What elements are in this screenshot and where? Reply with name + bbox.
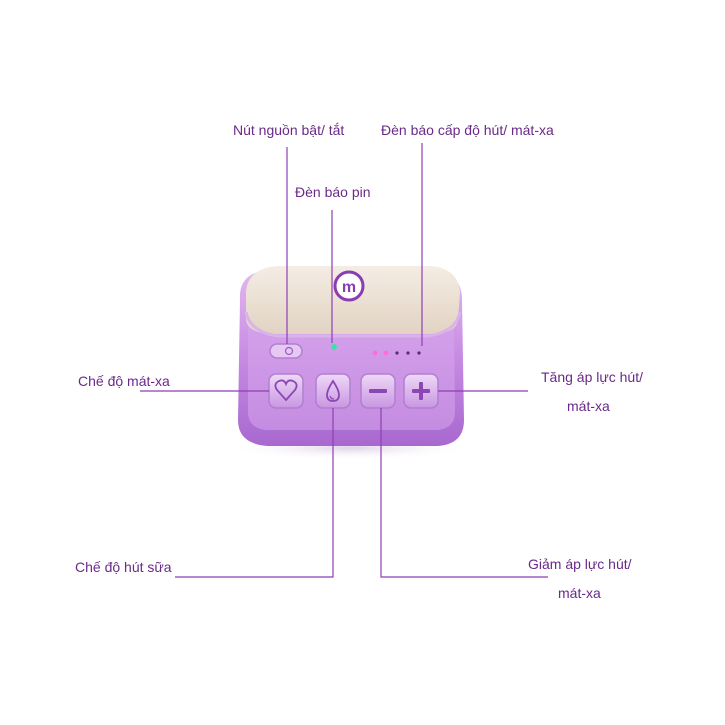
minus-icon [369,389,387,393]
label-battery-indicator: Đèn báo pin [295,184,371,200]
power-icon [284,346,294,356]
label-power-button: Nút nguồn bật/ tắt [233,122,345,138]
decrease-button[interactable] [360,373,396,409]
label-decrease-line1: Giảm áp lực hút/ [528,556,632,572]
label-level-indicator: Đèn báo cấp độ hút/ mát-xa [381,122,554,138]
label-increase-line2: mát-xa [567,398,610,414]
battery-indicator-light [331,344,337,350]
svg-text:m: m [342,279,356,296]
increase-button[interactable] [403,373,439,409]
heart-icon [274,379,298,402]
brand-logo: m [333,270,365,302]
label-pump-mode: Chế độ hút sữa [75,559,172,575]
label-massage-mode: Chế độ mát-xa [78,373,170,389]
level-indicator-lights [372,350,421,356]
pump-mode-button[interactable] [315,373,351,409]
label-increase-line1: Tăng áp lực hút/ [541,369,643,385]
drop-icon [326,379,340,402]
power-button[interactable] [269,343,303,359]
massage-mode-button[interactable] [268,373,304,409]
plus-icon [412,382,430,400]
label-decrease-line2: mát-xa [558,585,601,601]
callout-lines [140,143,548,578]
